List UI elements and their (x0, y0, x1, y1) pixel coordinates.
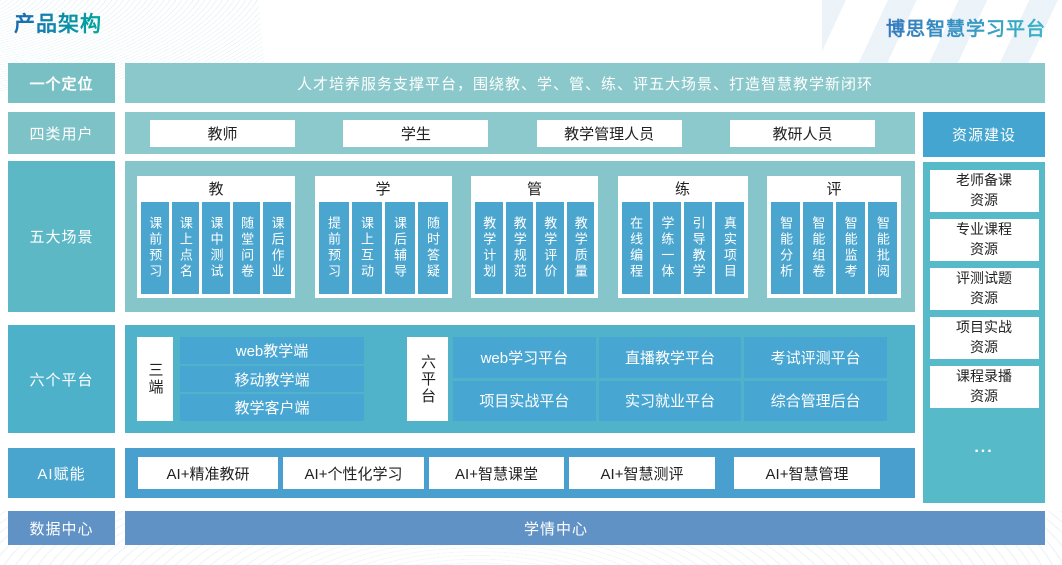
teaching-end-bar: web教学端 (180, 337, 364, 364)
scenario-group-manage: 管 教学计划 教学规范 教学评价 教学质量 (471, 175, 598, 298)
ai-box: AI+个性化学习 (283, 457, 424, 489)
six-platforms-title: 六平台 (407, 337, 448, 421)
scenario-item: 课上点名 (171, 201, 200, 294)
scenario-item: 随堂问卷 (232, 201, 261, 294)
row-label-users: 四类用户 (8, 112, 115, 154)
row-data-center: 数据中心 学情中心 (8, 511, 1045, 545)
scenario-group-title: 教 (208, 181, 224, 198)
ai-content: AI+精准教研 AI+个性化学习 AI+智慧课堂 AI+智慧测评 AI+智慧管理 (125, 448, 915, 498)
row-ai: AI赋能 AI+精准教研 AI+个性化学习 AI+智慧课堂 AI+智慧测评 AI… (8, 448, 915, 498)
three-ends-bars: web教学端 移动教学端 教学客户端 (180, 337, 364, 422)
scenario-group-practice: 练 在线编程 学练一体 引导教学 真实项目 (617, 175, 748, 298)
sidebar-title: 资源建设 (923, 112, 1045, 157)
user-box-teacher: 教师 (150, 119, 295, 147)
scenario-item: 提前预习 (318, 201, 349, 294)
scenario-item: 引导教学 (684, 201, 713, 294)
teaching-end-bar: 教学客户端 (180, 394, 364, 422)
scenario-item: 在线编程 (621, 201, 650, 294)
user-box-researcher: 教研人员 (729, 119, 875, 147)
platforms-content: 三端 web教学端 移动教学端 教学客户端 六平台 web学习平台 直播教学平台… (125, 325, 915, 433)
user-box-admin: 教学管理人员 (536, 119, 682, 147)
scenarios-content: 教 课前预习 课上点名 课中测试 随堂问卷 课后作业 学 提前预习 课上互动 课… (125, 161, 915, 312)
data-center-text: 学情中心 (125, 511, 1045, 545)
positioning-text: 人才培养服务支撑平台，围绕教、学、管、练、评五大场景、打造智慧教学新闭环 (125, 63, 1045, 103)
user-box-student: 学生 (343, 119, 489, 147)
row-label-scenarios: 五大场景 (8, 161, 115, 312)
scenario-item: 智能批阅 (867, 201, 897, 294)
platform-cell: 实习就业平台 (598, 380, 742, 421)
users-content: 教师 学生 教学管理人员 教研人员 (125, 112, 915, 154)
resource-item: 课程录播资源 (929, 366, 1039, 408)
scenario-item: 教学评价 (536, 201, 564, 294)
scenario-item: 课后辅导 (384, 201, 415, 294)
more-ellipsis: ... (974, 439, 994, 456)
row-platforms: 六个平台 三端 web教学端 移动教学端 教学客户端 六平台 web学习平台 直… (8, 325, 915, 433)
platform-cell: 项目实战平台 (453, 380, 596, 421)
scenario-item: 课前预习 (141, 201, 169, 294)
ai-box: AI+智慧管理 (734, 457, 880, 489)
resource-item: 专业课程资源 (929, 219, 1039, 261)
ai-box: AI+智慧课堂 (429, 457, 564, 489)
row-label-data-center: 数据中心 (8, 511, 115, 545)
sidebar-body: 老师备课资源 专业课程资源 评测试题资源 项目实战资源 课程录播资源 ... (923, 162, 1045, 503)
row-scenarios: 五大场景 教 课前预习 课上点名 课中测试 随堂问卷 课后作业 学 提前预习 课… (8, 161, 915, 312)
scenario-item: 真实项目 (715, 201, 744, 294)
three-ends-title: 三端 (137, 337, 173, 421)
resource-item: 老师备课资源 (929, 170, 1039, 212)
scenario-item: 学练一体 (652, 201, 681, 294)
page-title: 产品架构 (14, 8, 102, 38)
scenario-group-teach: 教 课前预习 课上点名 课中测试 随堂问卷 课后作业 (137, 175, 295, 298)
six-platforms-grid: web学习平台 直播教学平台 考试评测平台 项目实战平台 实习就业平台 综合管理… (453, 337, 887, 421)
scenario-item: 课中测试 (202, 201, 230, 294)
scenario-item: 随时答疑 (417, 201, 448, 294)
platform-cell: 综合管理后台 (744, 380, 887, 421)
scenario-item: 教学规范 (505, 201, 533, 294)
scenario-group-title: 管 (526, 181, 542, 198)
teaching-end-bar: 移动教学端 (180, 365, 364, 393)
scenario-item: 教学计划 (475, 201, 503, 294)
row-users: 四类用户 教师 学生 教学管理人员 教研人员 (8, 112, 915, 154)
scenario-group-title: 评 (826, 181, 842, 198)
row-label-positioning: 一个定位 (8, 63, 115, 103)
scenario-item: 课上互动 (351, 201, 382, 294)
scenario-group-title: 练 (674, 181, 690, 198)
resource-item: 评测试题资源 (929, 268, 1039, 310)
resource-item: 项目实战资源 (929, 317, 1039, 359)
scenario-item: 智能分析 (771, 201, 801, 294)
row-label-ai: AI赋能 (8, 448, 115, 498)
platform-cell: 直播教学平台 (598, 337, 742, 378)
scenario-group-evaluate: 评 智能分析 智能组卷 智能监考 智能批阅 (767, 175, 901, 298)
ai-box: AI+精准教研 (138, 457, 278, 489)
platform-cell: 考试评测平台 (744, 337, 887, 378)
row-label-platforms: 六个平台 (8, 325, 115, 433)
ai-box: AI+智慧测评 (569, 457, 715, 489)
scenario-group-title: 学 (375, 181, 391, 198)
scenario-item: 智能监考 (835, 201, 865, 294)
scenario-item: 智能组卷 (803, 201, 833, 294)
brand-title: 博思智慧学习平台 (886, 14, 1046, 41)
platform-cell: web学习平台 (453, 337, 596, 378)
scenario-group-learn: 学 提前预习 课上互动 课后辅导 随时答疑 (314, 175, 452, 298)
sidebar-resources: 资源建设 老师备课资源 专业课程资源 评测试题资源 项目实战资源 课程录播资源 … (923, 112, 1045, 503)
row-positioning: 一个定位 人才培养服务支撑平台，围绕教、学、管、练、评五大场景、打造智慧教学新闭… (8, 63, 1045, 103)
scenario-item: 教学质量 (566, 201, 594, 294)
scenario-item: 课后作业 (263, 201, 291, 294)
